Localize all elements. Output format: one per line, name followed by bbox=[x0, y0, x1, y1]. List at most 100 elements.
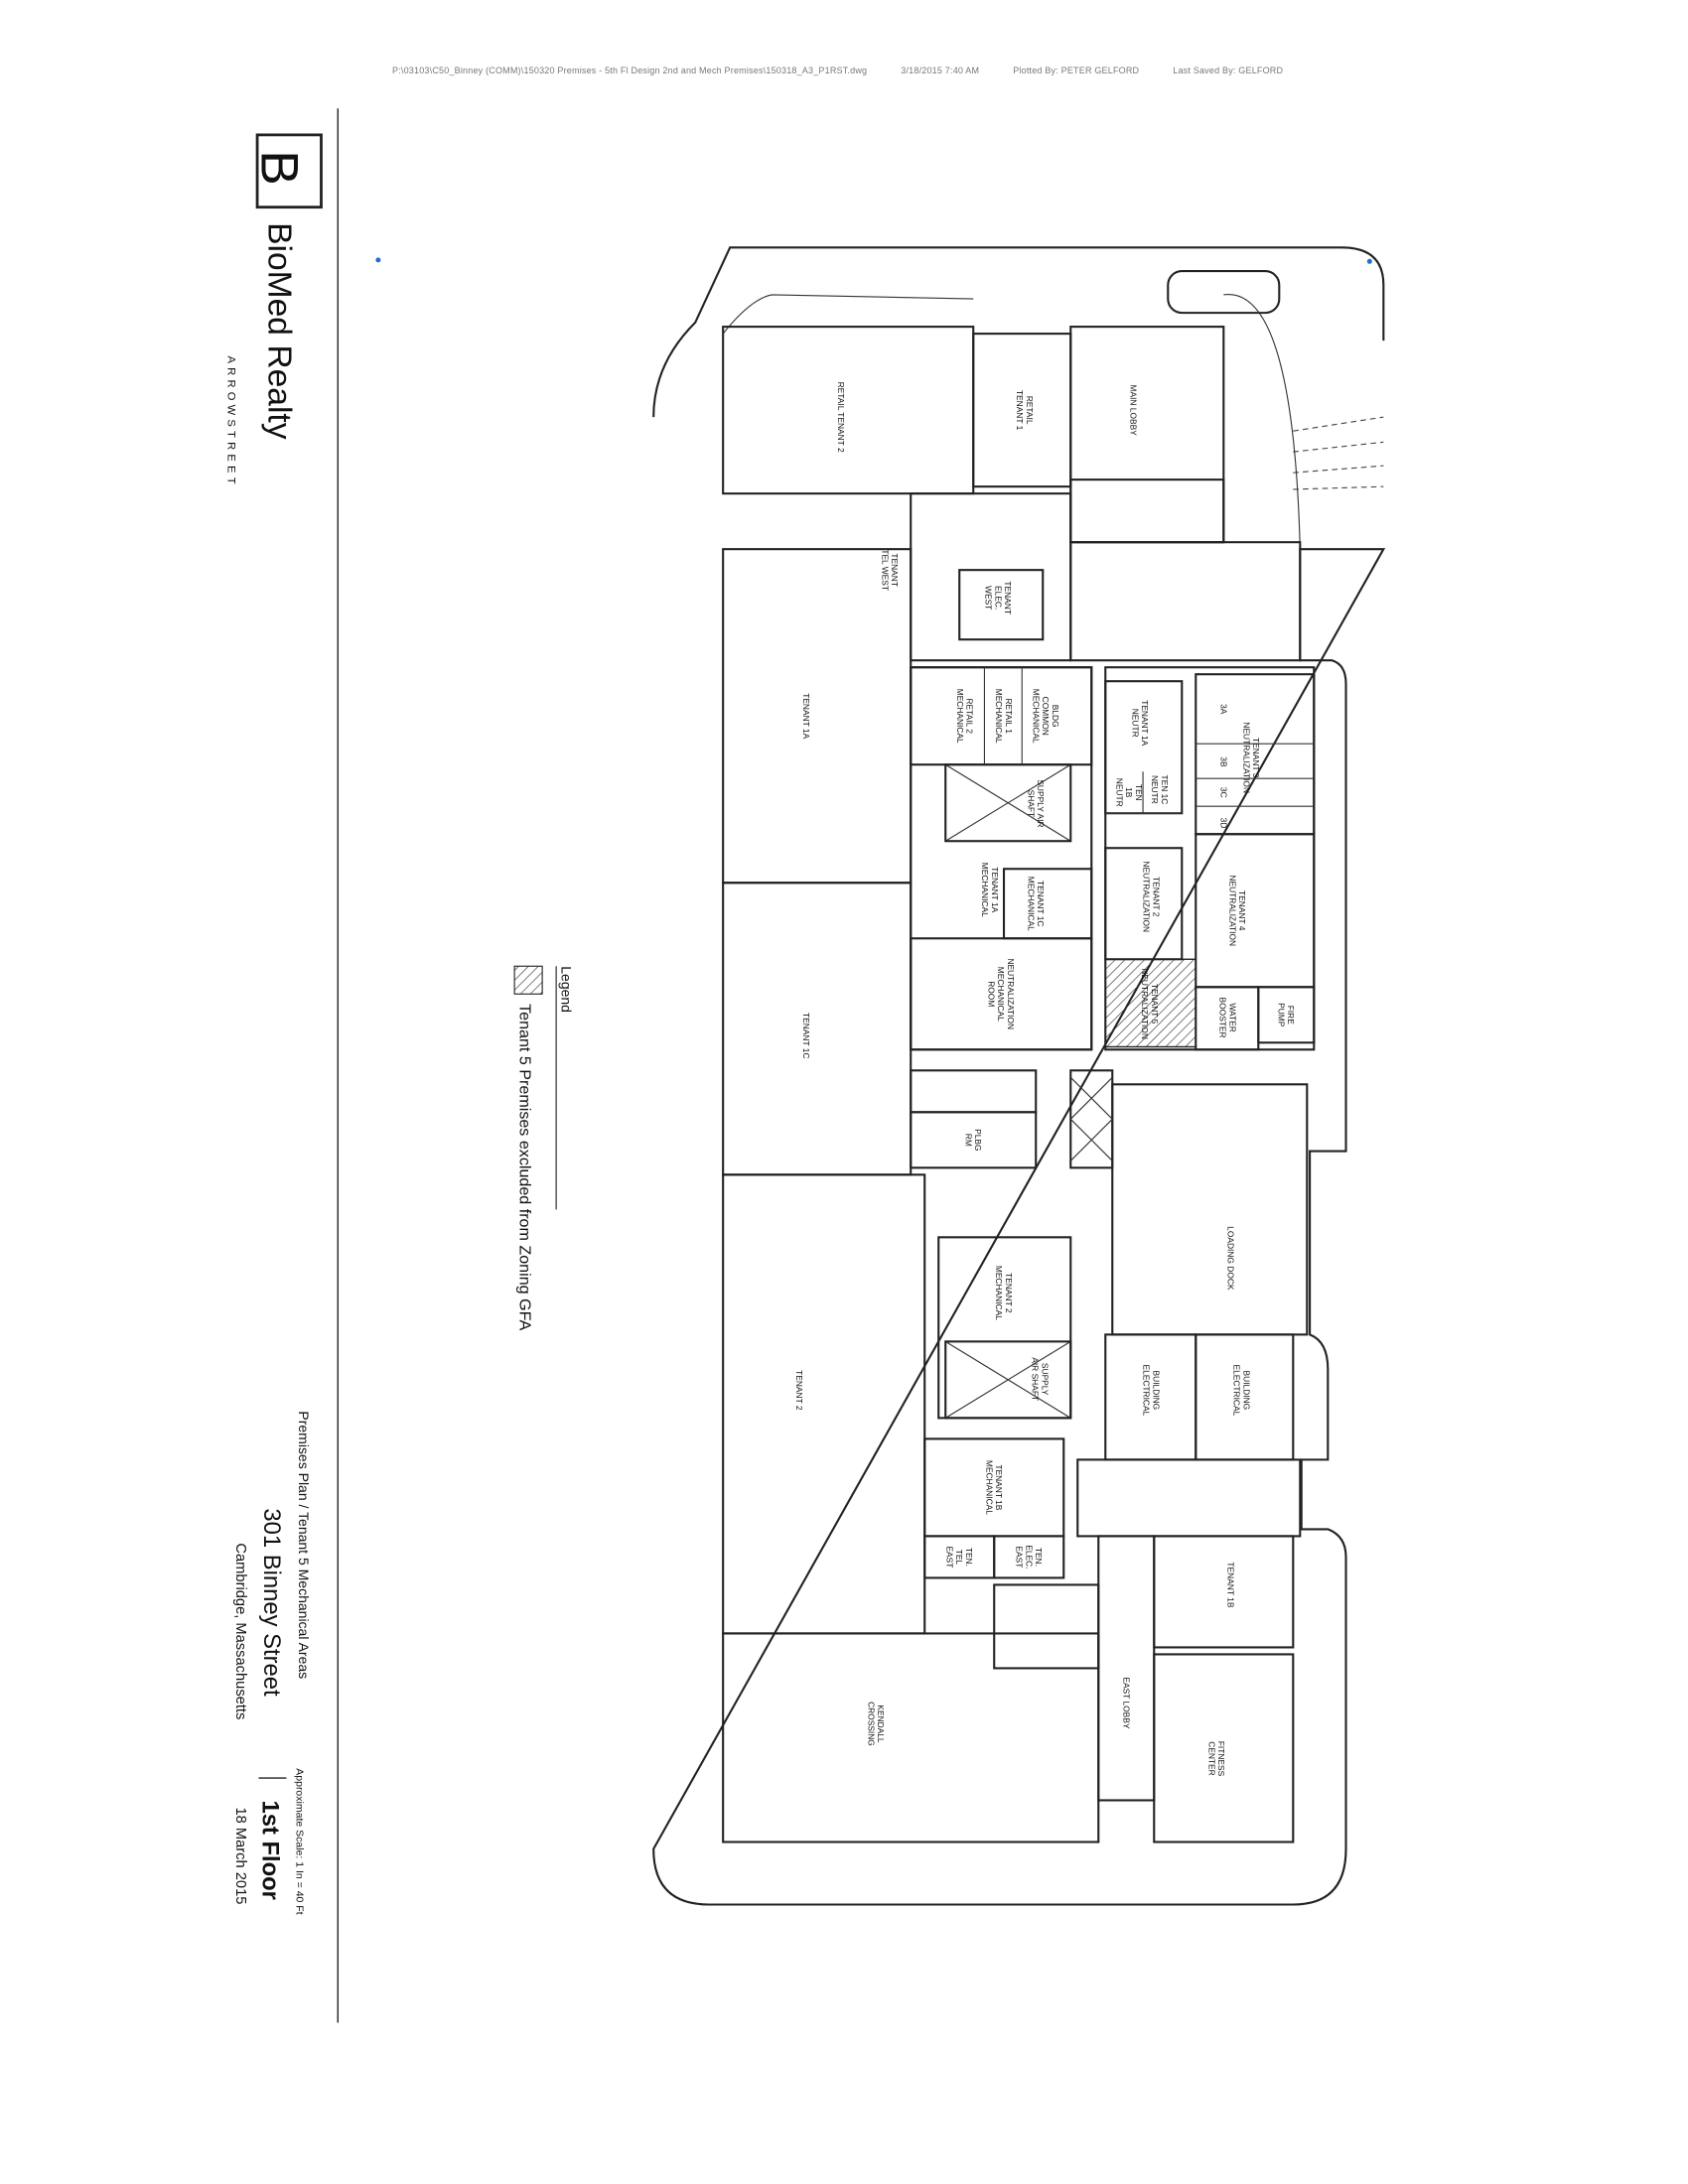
loading-dock-room bbox=[1111, 1083, 1309, 1336]
room-label: MECHANICAL bbox=[996, 967, 1006, 1022]
room-label: TEL WEST bbox=[880, 549, 890, 591]
room-label: BOOSTER bbox=[1218, 998, 1228, 1038]
room-label: BUILDING bbox=[1151, 1371, 1161, 1411]
parking-island bbox=[1167, 270, 1281, 315]
room-label: TENANT 4 bbox=[1237, 890, 1247, 931]
neutralization-mech-room bbox=[910, 937, 1093, 1051]
tenant-4-neutr-room bbox=[1195, 833, 1316, 989]
room-label: BUILDING bbox=[1241, 1371, 1251, 1411]
room-label: TENANT 5 bbox=[1150, 984, 1160, 1024]
room-label: TENANT 1 bbox=[1015, 390, 1025, 431]
room-label: ELECTRICAL bbox=[1232, 1364, 1242, 1416]
room-label: MECHANICAL bbox=[1026, 877, 1036, 931]
plot-stamp: P:\03103\C50_Binney (COMM)\150320 Premis… bbox=[392, 66, 1306, 75]
tenant-2-mech-room bbox=[937, 1236, 1072, 1420]
room-label: MECHANICAL bbox=[955, 689, 965, 744]
building-city: Cambridge, Massachusetts bbox=[232, 1543, 248, 1719]
last-saved-by: Last Saved By: GELFORD bbox=[1173, 66, 1284, 75]
room-label: NEUTRALIZATION bbox=[1241, 722, 1251, 793]
west-core bbox=[910, 492, 1072, 662]
room-label: ELECTRICAL bbox=[1142, 1364, 1152, 1416]
room-label: EAST bbox=[1014, 1546, 1024, 1568]
tenant-5-premises-hatch bbox=[1104, 958, 1196, 1048]
room-label: SUPPLY bbox=[1040, 1363, 1050, 1396]
main-lobby-room bbox=[1069, 326, 1225, 544]
room-label: TEL bbox=[954, 1550, 964, 1566]
wall-line bbox=[944, 763, 1071, 842]
room-label: 3C bbox=[1218, 787, 1228, 798]
room-label: FIRE bbox=[1286, 1006, 1296, 1025]
tenant-2-room bbox=[722, 1173, 926, 1635]
exterior-curve bbox=[722, 294, 1301, 550]
room-label: RM bbox=[963, 1134, 973, 1147]
room-label: WEST bbox=[984, 586, 994, 610]
supply-air-shaft bbox=[944, 763, 1072, 843]
tenant-1c-mech-room bbox=[1002, 868, 1093, 940]
room-label: RETAIL bbox=[1025, 396, 1035, 425]
room-label: NEUTRALIZATION bbox=[1227, 875, 1237, 946]
room-label: PUMP bbox=[1276, 1003, 1286, 1027]
room-label: MECHANICAL bbox=[994, 1266, 1004, 1320]
room-label: 3B bbox=[1218, 756, 1228, 767]
room-label: SHAFT bbox=[1026, 790, 1036, 818]
room-label: NEUTRALIZATION bbox=[1142, 861, 1152, 932]
logo-frame bbox=[255, 133, 323, 209]
plan-subtitle: Premises Plan / Tenant 5 Mechanical Area… bbox=[296, 1411, 312, 1679]
plotted-by: Plotted By: PETER GELFORD bbox=[1013, 66, 1140, 75]
room-label: TENANT 2 bbox=[794, 1370, 804, 1411]
legend: Legend Tenant 5 Premises excluded from Z… bbox=[513, 965, 575, 1331]
room-label: RETAIL TENANT 2 bbox=[836, 382, 846, 453]
room-label: TENANT 2 bbox=[1004, 1273, 1014, 1313]
entry-drive-lines bbox=[1293, 416, 1384, 490]
room-label: MECHANICAL bbox=[980, 863, 990, 917]
room-label: CENTER bbox=[1206, 1741, 1216, 1776]
room-label: MAIN LOBBY bbox=[1128, 384, 1138, 436]
room-label: TENANT 2 bbox=[1151, 877, 1161, 917]
room-label: TEN. bbox=[964, 1548, 974, 1567]
plan-date: 18 March 2015 bbox=[232, 1807, 248, 1904]
room-label: AIR SHAFT bbox=[1031, 1357, 1041, 1401]
room-label: ELEC. bbox=[1024, 1545, 1034, 1569]
kendall-crossing-room bbox=[722, 1632, 1100, 1843]
room-label: LOADING DOCK bbox=[1225, 1226, 1235, 1291]
plot-file-path: P:\03103\C50_Binney (COMM)\150320 Premis… bbox=[392, 66, 868, 75]
architect-name: ARROWSTREET bbox=[225, 356, 237, 488]
room-label: ROOM bbox=[986, 981, 996, 1007]
room-label: BLDG bbox=[1051, 705, 1060, 728]
room-label: EAST bbox=[944, 1546, 954, 1568]
room-label: EAST LOBBY bbox=[1121, 1677, 1131, 1728]
retail-tenant-2-room bbox=[722, 326, 975, 495]
room-label: TEN bbox=[1134, 784, 1144, 801]
tenant-1c-room bbox=[722, 882, 913, 1176]
room-label: NEUTR bbox=[1130, 709, 1140, 738]
building-address: 301 Binney Street bbox=[258, 1508, 285, 1697]
room-label: FITNESS bbox=[1216, 1741, 1226, 1777]
site-boundary bbox=[652, 246, 1386, 1906]
room-label: COMMON bbox=[1041, 697, 1051, 736]
room-label: TENANT 1A bbox=[990, 867, 1000, 912]
legend-item-label: Tenant 5 Premises excluded from Zoning G… bbox=[516, 1004, 534, 1330]
legend-title: Legend bbox=[559, 966, 575, 1013]
room-label: MECHANICAL bbox=[984, 1460, 994, 1515]
room-label: PLBG bbox=[973, 1129, 983, 1151]
wall-line bbox=[1069, 1076, 1113, 1120]
plot-date-time: 3/18/2015 7:40 AM bbox=[901, 66, 980, 75]
room-label: TENANT bbox=[1003, 581, 1013, 614]
room-label: TENANT 3 bbox=[1251, 738, 1261, 778]
registration-dot bbox=[1366, 258, 1372, 264]
supply-air-shaft bbox=[944, 1340, 1072, 1420]
ten-elec-east-room bbox=[993, 1535, 1065, 1579]
room-label: MECHANICAL bbox=[994, 689, 1004, 744]
room-label: RETAIL 2 bbox=[965, 698, 975, 734]
tenant-1b-room bbox=[1153, 1535, 1295, 1649]
room-label: ELEC. bbox=[993, 586, 1003, 610]
room-label: TENANT 1C bbox=[1036, 881, 1046, 926]
biomed-logo: B bbox=[249, 133, 323, 209]
room-label: WATER bbox=[1227, 1003, 1237, 1031]
room-label: KENDALL bbox=[876, 1705, 886, 1743]
room-label: 1B bbox=[1124, 787, 1134, 798]
company-name: BioMed Realty bbox=[260, 222, 297, 440]
room-label: TENANT 1B bbox=[994, 1464, 1004, 1510]
